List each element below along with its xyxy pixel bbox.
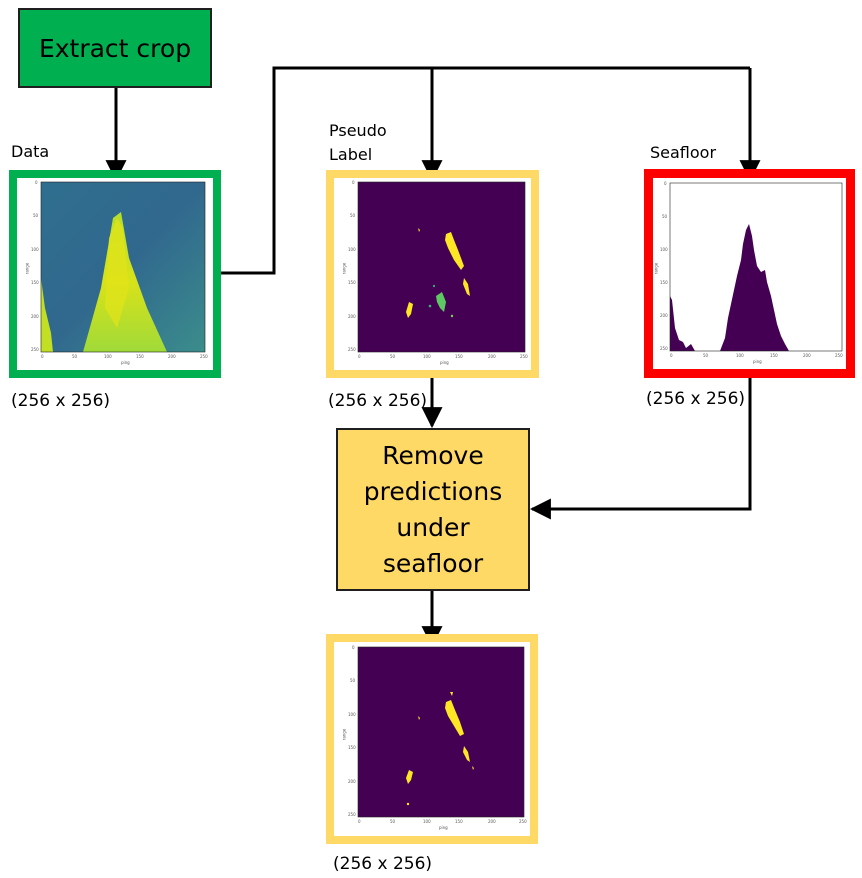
- pseudo-ytick-2: 100: [348, 247, 356, 252]
- data-ytick-5: 250: [31, 347, 39, 352]
- remove-line-2: predictions: [363, 476, 503, 506]
- seafloor-xtick-4: 200: [803, 353, 811, 358]
- pseudo-ylabel: range: [341, 262, 347, 275]
- data-xtick-5: 250: [200, 354, 208, 359]
- pseudo-xtick-4: 200: [488, 354, 496, 359]
- connector-data-to-top: [213, 66, 750, 275]
- pseudo-ytick-3: 150: [348, 280, 356, 285]
- pseudo-ytick-1: 50: [350, 213, 356, 218]
- pseudo-size-label: (256 x 256): [328, 391, 428, 411]
- pseudo-panel-title-line2: Label: [329, 145, 373, 164]
- pseudo-ytick-0: 0: [352, 180, 355, 185]
- output-xtick-1: 50: [390, 819, 396, 824]
- pseudo-xlabel: ping: [440, 360, 449, 365]
- output-xtick-4: 200: [488, 819, 496, 824]
- data-ytick-4: 200: [31, 314, 39, 319]
- pseudo-ytick-4: 200: [348, 314, 356, 319]
- data-xtick-2: 100: [104, 354, 112, 359]
- data-echogram-plot: [40, 181, 206, 353]
- output-ytick-3: 150: [348, 745, 356, 750]
- arrow-seafloor-to-remove: [529, 377, 752, 520]
- seafloor-xtick-5: 250: [835, 353, 843, 358]
- seafloor-mask-plot: [669, 182, 843, 352]
- data-xtick-4: 200: [168, 354, 176, 359]
- seafloor-ytick-3: 150: [660, 280, 668, 285]
- output-ytick-5: 250: [348, 812, 356, 817]
- seafloor-xtick-3: 150: [770, 353, 778, 358]
- data-panel-title: Data: [11, 142, 50, 161]
- output-ylabel: range: [341, 728, 347, 741]
- data-panel: 0 50 100 150 200 250 0 50 100 150 200 25…: [9, 170, 221, 378]
- data-xtick-0: 0: [41, 354, 44, 359]
- pseudo-ytick-5: 250: [348, 347, 356, 352]
- seafloor-ylabel: range: [653, 262, 659, 275]
- remove-line-3: under: [396, 512, 470, 542]
- seafloor-panel-title: Seafloor: [650, 143, 717, 162]
- pseudo-xtick-5: 250: [520, 354, 528, 359]
- output-xtick-2: 100: [423, 819, 431, 824]
- seafloor-xlabel: ping: [753, 359, 762, 364]
- seafloor-ytick-2: 100: [660, 247, 668, 252]
- output-ytick-2: 100: [348, 712, 356, 717]
- seafloor-ytick-5: 250: [660, 346, 668, 351]
- output-ytick-4: 200: [348, 779, 356, 784]
- extract-crop-box: Extract crop: [18, 8, 212, 88]
- remove-line-1: Remove: [382, 440, 484, 470]
- seafloor-ytick-1: 50: [662, 214, 668, 219]
- pseudo-xtick-0: 0: [358, 354, 361, 359]
- output-xtick-5: 250: [519, 819, 527, 824]
- data-ytick-2: 100: [31, 247, 39, 252]
- output-mask-plot: [357, 646, 525, 818]
- seafloor-xtick-2: 100: [736, 353, 744, 358]
- remove-predictions-box: Remove predictions under seafloor: [336, 428, 530, 591]
- remove-line-4: seafloor: [382, 548, 484, 578]
- data-ytick-0: 0: [35, 180, 38, 185]
- data-ylabel: range: [24, 262, 30, 275]
- output-ytick-0: 0: [352, 645, 355, 650]
- data-ytick-1: 50: [33, 213, 39, 218]
- seafloor-xtick-0: 0: [670, 353, 673, 358]
- seafloor-ytick-4: 200: [660, 313, 668, 318]
- seafloor-panel: 0 50 100 150 200 250 0 50 100 150 200 25…: [644, 169, 855, 378]
- data-ytick-3: 150: [31, 280, 39, 285]
- output-size-label: (256 x 256): [333, 854, 433, 874]
- output-xtick-3: 150: [455, 819, 463, 824]
- pseudo-xtick-3: 150: [455, 354, 463, 359]
- seafloor-size-label: (256 x 256): [646, 389, 746, 409]
- pseudo-xtick-1: 50: [390, 354, 396, 359]
- output-ytick-1: 50: [350, 678, 356, 683]
- seafloor-xtick-1: 50: [703, 353, 709, 358]
- pseudo-label-panel: 0 50 100 150 200 250 0 50 100 150 200 25…: [326, 170, 539, 378]
- data-xtick-1: 50: [72, 354, 78, 359]
- output-panel: 0 50 100 150 200 250 0 50 100 150 200 25…: [326, 634, 538, 844]
- pseudo-xtick-2: 100: [423, 354, 431, 359]
- seafloor-ytick-0: 0: [664, 181, 667, 186]
- data-xlabel: ping: [121, 360, 130, 365]
- data-xtick-3: 150: [136, 354, 144, 359]
- pseudo-label-plot: [357, 181, 526, 353]
- output-xtick-0: 0: [358, 819, 361, 824]
- pseudo-panel-title-line1: Pseudo: [329, 121, 387, 140]
- extract-crop-label: Extract crop: [38, 33, 192, 63]
- output-xlabel: ping: [439, 825, 448, 830]
- data-size-label: (256 x 256): [11, 391, 111, 411]
